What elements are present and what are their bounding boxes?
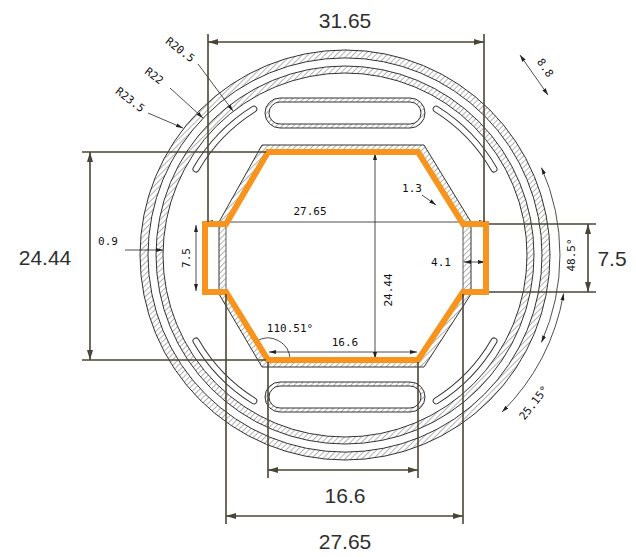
extension-line bbox=[225, 294, 227, 524]
slot-outline bbox=[436, 341, 494, 401]
radius-label: R20.5 bbox=[163, 35, 197, 65]
cooling-channel bbox=[265, 98, 425, 128]
cooling-channel-bore bbox=[269, 386, 421, 408]
slot-outline bbox=[196, 109, 254, 169]
cooling-channel-bore bbox=[269, 102, 421, 124]
leader-line bbox=[198, 64, 233, 111]
dimension-label: 8.8 bbox=[534, 56, 556, 80]
dimension-label: 7.5 bbox=[181, 247, 192, 269]
dimension-label: 27.65 bbox=[319, 531, 372, 552]
slot-outline bbox=[196, 341, 254, 401]
extension-line bbox=[82, 151, 266, 153]
slot-outline bbox=[436, 109, 494, 169]
dimension-label: 31.65 bbox=[319, 10, 372, 31]
dimension-label: 0.9 bbox=[97, 236, 119, 247]
dimension-label: 24.44 bbox=[19, 247, 72, 268]
dimension-line bbox=[226, 515, 463, 517]
slot-bore bbox=[436, 341, 494, 401]
angle-arc bbox=[541, 168, 560, 343]
extension-line bbox=[267, 362, 269, 478]
angle-label: 48.5° bbox=[566, 237, 577, 272]
large-dimensions bbox=[82, 34, 596, 524]
extension-line bbox=[489, 223, 596, 225]
extension-line bbox=[207, 34, 209, 222]
extension-line bbox=[483, 34, 485, 222]
extension-line bbox=[82, 359, 266, 361]
extension-line bbox=[417, 362, 419, 478]
angle-label: 25.15° bbox=[517, 383, 551, 423]
beam-screen-aperture bbox=[226, 152, 463, 360]
dimension-line bbox=[269, 352, 417, 353]
angle-label: 110.51° bbox=[266, 323, 314, 334]
aperture-outline bbox=[205, 152, 486, 360]
leader-line bbox=[170, 88, 203, 118]
dimension-label: 16.6 bbox=[325, 485, 366, 506]
dimension-line bbox=[89, 152, 91, 360]
inner-ring bbox=[156, 66, 534, 444]
slots bbox=[196, 109, 494, 401]
slot-bore bbox=[436, 109, 494, 169]
extension-line bbox=[462, 294, 464, 524]
dimension-label: 16.6 bbox=[331, 337, 360, 348]
dimension-line bbox=[125, 250, 163, 251]
dimension-line bbox=[464, 262, 485, 263]
dimension-line bbox=[206, 222, 486, 223]
radius-label: R23.5 bbox=[113, 85, 147, 115]
dimension-line bbox=[268, 469, 418, 471]
leader-line bbox=[422, 195, 436, 205]
slot-bore bbox=[196, 109, 254, 169]
dimension-line bbox=[587, 224, 589, 292]
dimension-line bbox=[375, 153, 376, 359]
dimension-label: 27.65 bbox=[292, 206, 327, 217]
dimension-line bbox=[196, 225, 197, 291]
slot-bore bbox=[196, 341, 254, 401]
dimension-label: 7.5 bbox=[597, 248, 626, 269]
dimension-label: 1.3 bbox=[401, 183, 423, 194]
small-dimensions bbox=[125, 55, 564, 412]
leader-line bbox=[148, 113, 183, 128]
radius-label: R22 bbox=[142, 65, 166, 87]
cooling-channel bbox=[265, 382, 425, 412]
dimension-line bbox=[208, 41, 484, 43]
outer-ring bbox=[140, 50, 550, 460]
dimension-label: 24.44 bbox=[383, 272, 394, 307]
dimension-label: 4.1 bbox=[430, 257, 452, 268]
extension-line bbox=[489, 291, 596, 293]
